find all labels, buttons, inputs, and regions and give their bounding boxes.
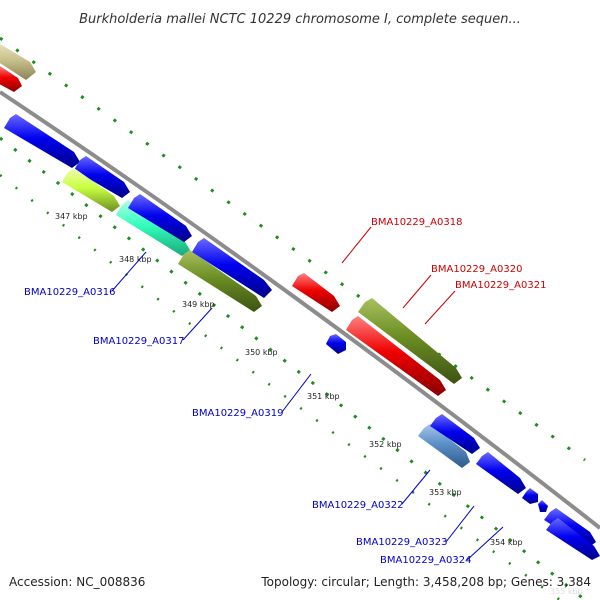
genome-summary-text: Topology: circular; Length: 3,458,208 bp… xyxy=(260,575,591,589)
gene-block-bma10229-a0323[interactable] xyxy=(476,452,526,494)
gene-block-red-top[interactable] xyxy=(0,66,22,92)
gene-label-bma10229-a0323[interactable]: BMA10229_A0323 xyxy=(356,537,447,548)
tick-label-354kbp: 354 kbp xyxy=(490,538,523,547)
accession-text: Accession: NC_008836 xyxy=(9,575,145,589)
gene-block-blue-upper-2[interactable] xyxy=(74,156,130,198)
gene-label-bma10229-a0322[interactable]: BMA10229_A0322 xyxy=(312,500,403,511)
gene-label-bma10229-a0317[interactable]: BMA10229_A0317 xyxy=(93,336,184,347)
gene-label-bma10229-a0321[interactable]: BMA10229_A0321 xyxy=(455,280,546,291)
gene-block-khaki[interactable] xyxy=(0,44,36,80)
gene-block-lime[interactable] xyxy=(62,168,120,212)
gene-block-bma10229-a0324[interactable] xyxy=(522,488,538,504)
tick-label-355kbp-faded: 355 kbp xyxy=(550,587,583,596)
gene-block-blue-right-2[interactable] xyxy=(546,518,600,560)
gene-block-bma10229-a0322[interactable] xyxy=(418,424,470,468)
tick-label-348kbp: 348 kbp xyxy=(119,255,152,264)
gene-block-blue-small[interactable] xyxy=(538,500,548,512)
gene-label-bma10229-a0320[interactable]: BMA10229_A0320 xyxy=(431,264,522,275)
gc-content-track-outer xyxy=(0,36,586,462)
gc-skew-track-inner xyxy=(0,174,561,600)
gene-label-bma10229-a0319[interactable]: BMA10229_A0319 xyxy=(192,408,283,419)
gc-content-track-inner xyxy=(0,136,586,600)
gene-block-bma10229-a0317[interactable] xyxy=(178,250,262,312)
gene-block-blue-upper-4[interactable] xyxy=(192,238,272,298)
tick-label-350kbp: 350 kbp xyxy=(245,348,278,357)
gene-block-bma10229-a0321[interactable] xyxy=(346,316,446,396)
gene-label-bma10229-a0324[interactable]: BMA10229_A0324 xyxy=(380,555,471,566)
gene-block-blue-a0322-outer[interactable] xyxy=(430,414,480,454)
gene-block-blue-left[interactable] xyxy=(4,114,80,168)
tick-label-352kbp: 352 kbp xyxy=(369,440,402,449)
gene-label-bma10229-a0316[interactable]: BMA10229_A0316 xyxy=(24,287,115,298)
gene-block-bma10229-a0320[interactable] xyxy=(358,298,462,384)
tick-label-347kbp: 347 kbp xyxy=(55,212,88,221)
map-title: Burkholderia mallei NCTC 10229 chromosom… xyxy=(79,12,521,27)
chromosome-backbone xyxy=(0,90,600,530)
gene-block-bma10229-a0319[interactable] xyxy=(326,334,346,354)
gene-block-bma10229-a0318[interactable] xyxy=(292,273,340,312)
tick-label-353kbp: 353 kbp xyxy=(429,488,462,497)
tick-label-349kbp: 349 kbp xyxy=(182,300,215,309)
gene-block-blue-upper-3[interactable] xyxy=(128,194,192,242)
gene-label-bma10229-a0318[interactable]: BMA10229_A0318 xyxy=(371,217,462,228)
gene-block-bma10229-a0316[interactable] xyxy=(116,200,190,256)
tick-label-351kbp: 351 kbp xyxy=(307,392,340,401)
